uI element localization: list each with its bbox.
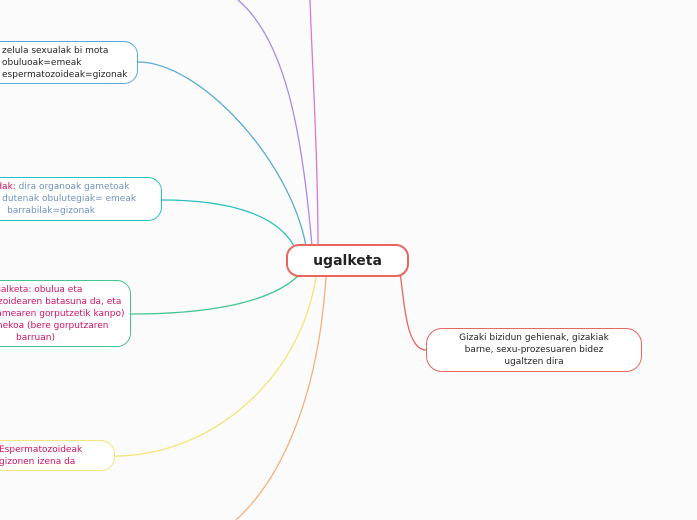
node-gonadak[interactable]: Gonadak: dira organoak gametoak sortzen …: [0, 177, 162, 221]
node-gizaki-line: ugaltzen dira: [504, 357, 564, 367]
node-espermatozoideak[interactable]: Espermatozoideak gizonen izena da: [0, 440, 115, 471]
node-ugalketa-line: barruan): [16, 332, 55, 343]
node-espermatozoideak-line: Espermatozoideak: [0, 444, 83, 455]
edge-ugalketa: [130, 273, 301, 315]
node-gizaki-bizidun[interactable]: Gizaki bizidun gehienak, gizakiak barne,…: [426, 328, 642, 372]
edge-top-purple: [237, 0, 313, 247]
node-sexual-cells-line: espermatozoideak=gizonak: [2, 69, 128, 80]
node-ugalketa-line: Ugalketa: obulua eta: [0, 284, 83, 295]
edge-top-pink: [309, 0, 319, 247]
node-gonadak-term: Gonadak:: [0, 182, 16, 192]
node-gizaki-line: Gizaki bizidun gehienak, gizakiak: [459, 333, 609, 343]
central-topic-label: ugalketa: [313, 252, 382, 269]
central-topic-node[interactable]: ugalketa: [286, 244, 409, 277]
node-ugalketa-line: edo barnekoa (bere gorputzaren: [0, 320, 109, 331]
node-ugalketa-definition[interactable]: Ugalketa: obulua eta espermatozoidearen …: [0, 280, 131, 347]
node-gonadak-line: barrabilak=gizonak: [7, 206, 95, 216]
node-ugalketa-line: espermatozoidearen batasuna da, eta: [0, 296, 122, 307]
node-gizaki-line: barne, sexu-prozesuaren bidez: [464, 345, 604, 355]
node-gonadak-line: sortzen dutenak obulutegiak= emeak: [2, 194, 137, 204]
edge-gonadak: [161, 199, 297, 251]
node-gonadak-line: dira organoak gametoak: [15, 182, 130, 192]
edge-sexual-cells: [137, 61, 307, 247]
node-sexual-cells[interactable]: zelula sexualak bi mota obuluoak=emeak e…: [0, 41, 138, 84]
node-espermatozoideak-line: gizonen izena da: [0, 456, 76, 467]
edge-gizaki: [399, 271, 427, 351]
edge-bottom-orange: [235, 276, 327, 520]
edge-espermatozoideak: [114, 276, 317, 457]
node-sexual-cells-line: zelula sexualak bi mota: [2, 45, 109, 56]
node-sexual-cells-line: obuluoak=emeak: [2, 57, 82, 68]
